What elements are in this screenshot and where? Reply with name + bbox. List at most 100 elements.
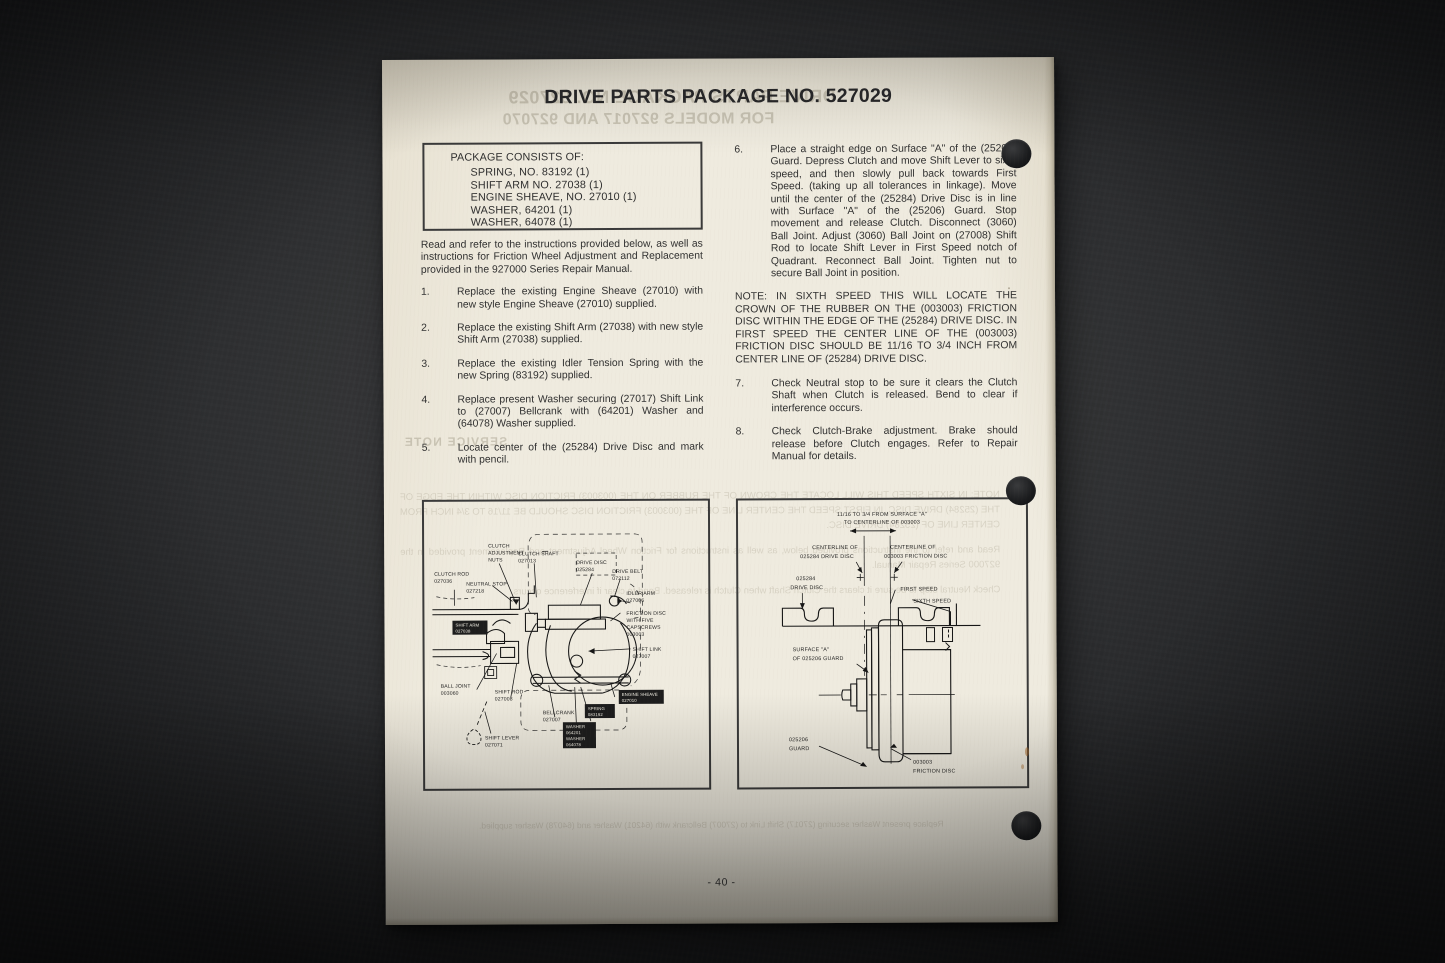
inverted-label-engine-sheave: ENGINE SHEAVE 027010 [618, 689, 664, 704]
svg-text:064201: 064201 [566, 730, 581, 735]
callout-clutch-rod-line2: 027036 [434, 579, 452, 585]
callout-friction-disc-line1: FRICTION DISC [626, 611, 666, 617]
package-contents-box: PACKAGE CONSISTS OF: SPRING, NO. 83192 (… [422, 141, 703, 231]
callout-bellcrank-line2: 027007 [543, 717, 561, 723]
callout-ball-joint-line2: 003060 [441, 691, 459, 697]
callout-drive-belt-line1: DRIVE BELT [612, 569, 643, 575]
instruction-step: 4. Replace present Washer securing (2701… [421, 393, 703, 431]
callout-idler-arm-line1: IDLER ARM [626, 591, 655, 597]
dimension-line-2: TO CENTERLINE OF 003003 [844, 520, 920, 526]
left-text-column: Read and refer to the instructions provi… [421, 239, 704, 479]
step-number: 8. [735, 426, 745, 438]
callout-surface-a-line1: SURFACE "A" [793, 647, 830, 653]
callout-shift-lever-line1: SHIFT LEVER [485, 735, 520, 741]
instruction-step: 1. Replace the existing Engine Sheave (2… [421, 286, 703, 312]
drive-linkage-svg: CLUTCH ADJUSTMENT NUTS CLUTCH ROD 027036… [432, 533, 666, 749]
svg-text:083192: 083192 [588, 712, 603, 717]
svg-text:027038: 027038 [455, 629, 470, 634]
step-number: 2. [421, 322, 430, 334]
list-item: SHIFT ARM NO. 27038 (1) [470, 178, 603, 192]
callout-surface-a-line2: OF 025206 GUARD [793, 656, 844, 662]
package-contents-header: PACKAGE CONSISTS OF: [450, 151, 585, 164]
callout-025206-guard-line1: 025206 [789, 737, 808, 743]
step-text: Replace the existing Shift Arm (27038) w… [457, 321, 704, 347]
step-number: 3. [421, 358, 431, 370]
callout-drive-disc-line2: 025284 [576, 567, 594, 573]
callout-centerline-friction-disc-line2: 003003 FRICTION DISC [884, 554, 947, 560]
step-number: 5. [421, 442, 431, 454]
note-paragraph: NOTE: IN SIXTH SPEED THIS WILL LOCATE TH… [735, 290, 1018, 365]
punch-hole [1005, 476, 1036, 506]
right-text-column: 6. Place a straight edge on Surface "A" … [734, 143, 1017, 475]
callout-friction-disc-line2: WITH FIVE [626, 618, 654, 624]
inverted-label-spring: SPRING 083192 [584, 703, 615, 719]
callout-clutch-adjustment-nuts-line1: CLUTCH [488, 543, 510, 549]
callout-shift-rod-line1: SHIFT ROD [495, 689, 524, 695]
step-text: Locate center of the (25284) Drive Disc … [457, 441, 704, 466]
callout-clutch-rod-line1: CLUTCH ROD [434, 572, 469, 578]
callout-friction-disc-line4: 003003 [626, 632, 644, 638]
printed-content: DRIVE PARTS PACKAGE NO. 527029 PACKAGE C… [382, 57, 1058, 925]
callout-neutral-stop-line2: 027218 [466, 589, 484, 595]
callout-bellcrank-line1: BELLCRANK [543, 710, 575, 716]
callout-clutch-shaft-line1: CLUTCH SHAFT [518, 551, 559, 557]
callout-centerline-drive-disc-line2: 025284 DRIVE DISC [800, 554, 854, 560]
svg-text:064078: 064078 [566, 742, 581, 747]
list-item: SPRING, NO. 83192 (1) [470, 166, 590, 179]
callout-first-speed: FIRST SPEED [900, 587, 937, 593]
callout-drive-disc-line1: DRIVE DISC [576, 560, 607, 566]
step-number: 7. [735, 378, 745, 390]
step-number: 4. [421, 394, 431, 406]
step-text: Check Neutral stop to be sure it clears … [771, 377, 1018, 415]
instruction-step: 2. Replace the existing Shift Arm (27038… [421, 322, 703, 348]
callout-ball-joint-line1: BALL JOINT [441, 684, 471, 690]
page-number: - 40 - [707, 876, 736, 889]
callout-003003-line2: FRICTION DISC [913, 769, 955, 775]
step-text: Place a straight edge on Surface "A" of … [770, 143, 1017, 280]
list-item: WASHER, 64078 (1) [470, 216, 573, 229]
dimension-line-1: 11/16 TO 3/4 FROM SURFACE "A" [837, 512, 927, 518]
callout-drive-belt-line2: 072112 [612, 576, 630, 582]
callout-neutral-stop-line1: NEUTRAL STOP [466, 581, 507, 587]
figure-drive-disc-clearance: 11/16 TO 3/4 FROM SURFACE "A" TO CENTERL… [735, 497, 1030, 790]
callout-025206-guard-line2: GUARD [789, 746, 809, 752]
callout-025284-line2: DRIVE DISC [790, 585, 823, 591]
instruction-step: 5. Locate center of the (25284) Drive Di… [422, 441, 704, 467]
drive-disc-clearance-svg: 11/16 TO 3/4 FROM SURFACE "A" TO CENTERL… [781, 512, 981, 775]
figure-drive-linkage-assembly: CLUTCH ADJUSTMENT NUTS CLUTCH ROD 027036… [421, 498, 712, 791]
callout-idler-arm-line2: 027006 [626, 598, 644, 604]
callout-shift-link-line1: SHIFT LINK [633, 647, 662, 653]
callout-centerline-drive-disc-line1: CENTERLINE OF [812, 545, 858, 551]
callout-clutch-adjustment-nuts-line2: ADJUSTMENT [488, 550, 524, 556]
step-number: 6. [734, 144, 744, 156]
svg-text:SHIFT ARM: SHIFT ARM [455, 623, 479, 628]
step-text: Replace present Washer securing (27017) … [457, 393, 704, 431]
punch-hole [1011, 811, 1042, 841]
instruction-step: 6. Place a straight edge on Surface "A" … [734, 143, 1017, 281]
step-text: Check Clutch-Brake adjustment. Brake sho… [771, 425, 1018, 463]
callout-friction-disc-line3: CAPSCREWS [626, 625, 661, 631]
svg-text:WASHER: WASHER [566, 724, 585, 729]
callout-025284-line1: 025284 [796, 576, 815, 582]
svg-text:ENGINE SHEAVE: ENGINE SHEAVE [622, 692, 658, 697]
callout-003003-line1: 003003 [913, 760, 932, 766]
instruction-step: 7. Check Neutral stop to be sure it clea… [735, 377, 1017, 415]
step-text: Replace the existing Idler Tension Sprin… [457, 357, 704, 382]
page-title: DRIVE PARTS PACKAGE NO. 527029 [544, 84, 893, 109]
inverted-label-washers: WASHER 064201 WASHER 064078 [562, 722, 597, 749]
step-number: 1. [420, 287, 430, 299]
paper-sheet: DRIVE PARTS PACKAGE NO. 527029 FOR MODEL… [382, 57, 1058, 925]
svg-text:027010: 027010 [622, 698, 637, 703]
list-item: ENGINE SHEAVE, NO. 27010 (1) [470, 191, 637, 204]
callout-clutch-adjustment-nuts-line3: NUTS [488, 557, 503, 563]
callout-clutch-shaft-line2: 027013 [518, 558, 536, 564]
callout-sixth-speed: SIXTH SPEED [913, 599, 951, 605]
step-text: Replace the existing Engine Sheave (2701… [456, 285, 704, 311]
callout-shift-lever-line2: 027071 [485, 742, 503, 748]
intro-paragraph: Read and refer to the instructions provi… [420, 238, 703, 276]
instruction-step: 8. Check Clutch-Brake adjustment. Brake … [736, 425, 1018, 463]
callout-shift-link-line2: 027007 [633, 654, 651, 660]
svg-text:WASHER: WASHER [566, 736, 585, 741]
svg-text:SPRING: SPRING [588, 706, 606, 711]
punch-hole [1001, 139, 1032, 169]
